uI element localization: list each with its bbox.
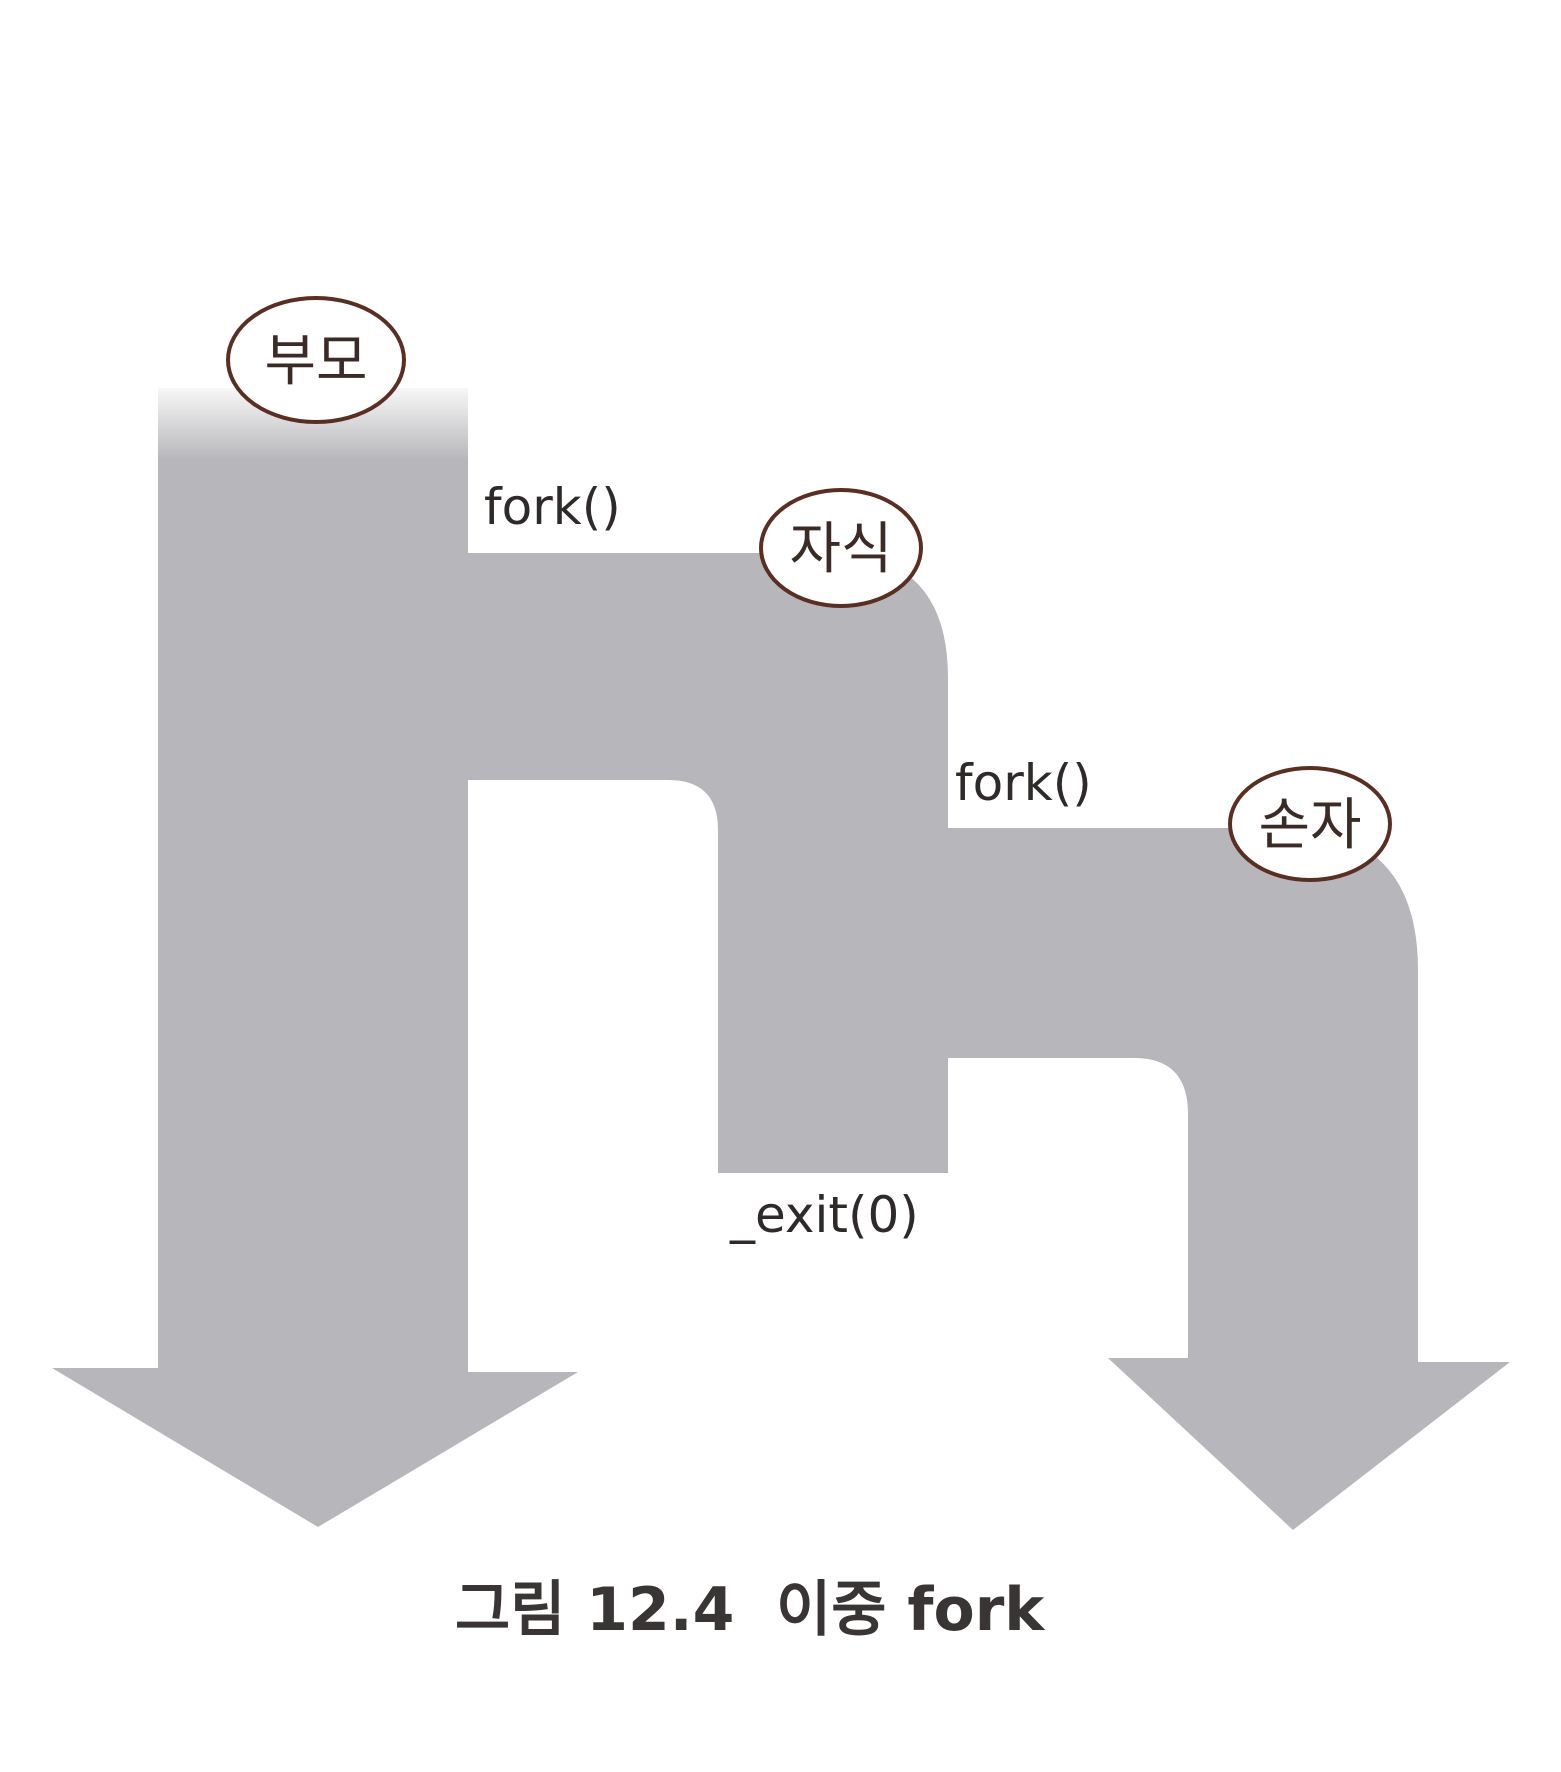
figure-caption: 그림 12.4 이중 fork: [455, 1575, 1046, 1645]
grandchild-bubble: 손자: [1228, 766, 1392, 882]
child-label: 자식: [789, 517, 892, 582]
first-fork-label: fork(): [484, 478, 621, 536]
child-branch: [468, 553, 948, 1173]
child-bubble: 자식: [759, 488, 923, 608]
grandchild-label: 손자: [1258, 793, 1361, 858]
second-fork-label: fork(): [955, 754, 1092, 812]
parent-arrow: [52, 388, 578, 1527]
grandchild-arrow: [948, 828, 1510, 1530]
parent-bubble: 부모: [226, 296, 406, 424]
exit-label: _exit(0): [729, 1186, 919, 1244]
parent-label: 부모: [264, 329, 367, 394]
